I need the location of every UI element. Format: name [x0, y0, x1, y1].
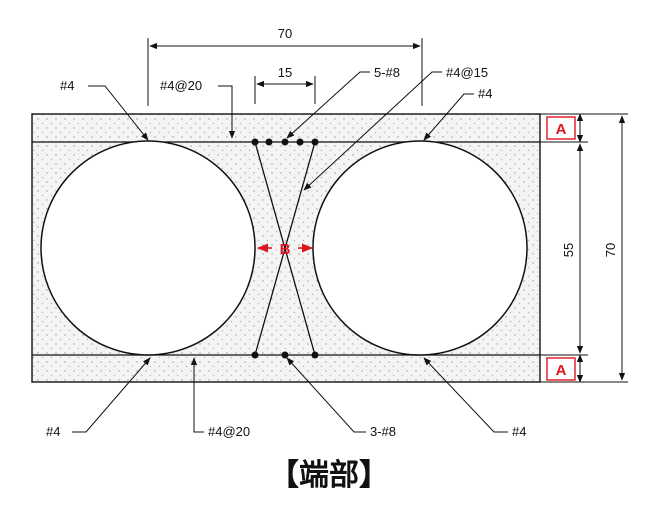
dim-top-spacing: 15 — [254, 65, 316, 104]
callout-diagonal: #4@15 — [303, 65, 488, 191]
svg-text:B: B — [280, 241, 291, 258]
svg-text:#4: #4 — [60, 78, 74, 93]
callout-top-bars: 5-#8 — [286, 65, 400, 139]
dim-top-spacing-label: 15 — [278, 65, 292, 80]
callout-top-stirrup: #4@20 — [160, 78, 236, 139]
left-void — [40, 140, 256, 356]
callout-bottom-bars: 3-#8 — [286, 357, 396, 439]
callout-bottom-stirrup: #4@20 — [190, 357, 250, 439]
svg-text:3-#8: 3-#8 — [370, 424, 396, 439]
marker-b-center: B — [256, 241, 314, 258]
svg-text:A: A — [556, 362, 567, 379]
right-void — [312, 140, 528, 356]
svg-text:A: A — [556, 121, 567, 138]
svg-text:5-#8: 5-#8 — [374, 65, 400, 80]
dim-top-width-label: 70 — [278, 26, 292, 41]
caption: 【端部】 — [269, 458, 389, 493]
callout-top-right-bar: #4 — [423, 86, 492, 141]
bottom-rebars — [251, 351, 319, 359]
svg-text:#4@15: #4@15 — [446, 65, 488, 80]
callout-bottom-right-bar: #4 — [423, 357, 526, 439]
svg-text:#4: #4 — [512, 424, 526, 439]
svg-text:#4@20: #4@20 — [160, 78, 202, 93]
top-rebars — [251, 138, 319, 146]
dim-right: 55 70 — [540, 113, 628, 383]
svg-text:#4: #4 — [46, 424, 60, 439]
dim-top-width: 70 — [147, 26, 423, 106]
callout-top-left-bar: #4 — [60, 78, 149, 141]
diagonal-bar-2 — [254, 141, 316, 356]
dim-right-inner-label: 55 — [561, 243, 576, 257]
callout-bottom-left-bar: #4 — [46, 357, 151, 439]
marker-a-top: A — [546, 116, 576, 140]
svg-text:#4@20: #4@20 — [208, 424, 250, 439]
svg-text:#4: #4 — [478, 86, 492, 101]
dim-right-outer-label: 70 — [603, 243, 618, 257]
marker-a-bottom: A — [546, 357, 576, 381]
